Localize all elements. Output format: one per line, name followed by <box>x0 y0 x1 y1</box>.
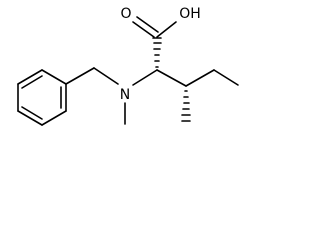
hashed-wedge-bond-methyl <box>181 90 191 122</box>
n-alpha-bond <box>132 69 158 86</box>
alpha-beta-bond <box>156 69 187 87</box>
benzene-ring <box>17 69 67 126</box>
ring-double-bond <box>21 75 43 89</box>
structure-canvas: N O OH <box>17 6 239 126</box>
ring-bond <box>41 69 67 85</box>
benzyl-bond <box>65 67 95 85</box>
beta-ch2-bond <box>185 69 215 87</box>
c-oh-bond <box>156 21 177 38</box>
hashed-wedge-bond <box>152 37 162 68</box>
carbonyl-double-bond <box>132 21 155 38</box>
chemical-structure: N O OH <box>17 6 239 126</box>
nitrogen-label: N <box>120 87 130 103</box>
ring-double-bond <box>21 106 43 120</box>
carbonyl-oxygen-label: O <box>120 6 131 22</box>
ch2-ch3-bond <box>213 69 239 86</box>
ring-bond <box>41 110 67 126</box>
ch2-n-bond <box>93 67 119 85</box>
ring-bond <box>17 69 43 85</box>
hydroxyl-label: OH <box>179 6 201 22</box>
ring-bond <box>17 110 43 126</box>
carbonyl-double-bond <box>136 16 159 33</box>
